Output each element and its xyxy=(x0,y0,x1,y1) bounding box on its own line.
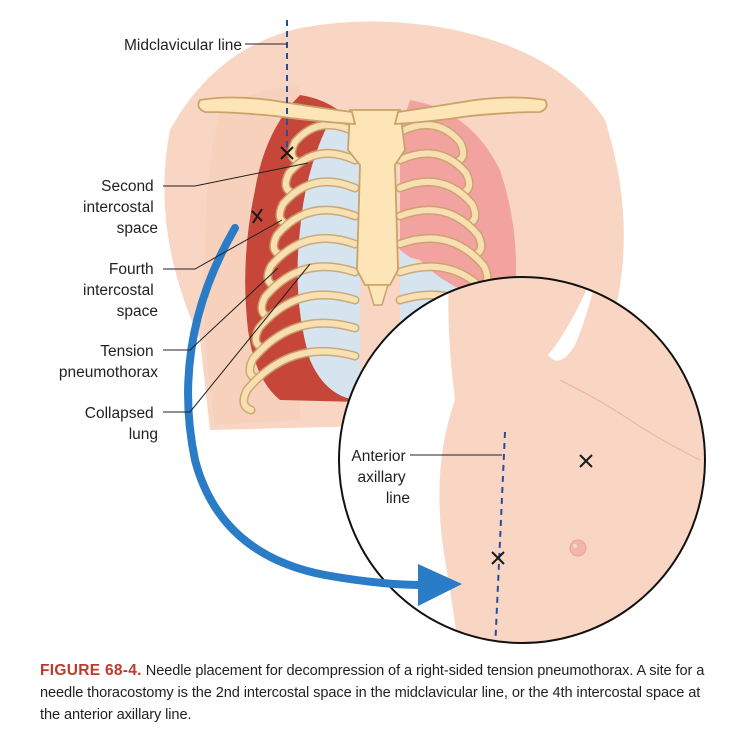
tension-pneumothorax-label: Tension pneumothorax xyxy=(59,343,158,381)
rib xyxy=(270,207,358,258)
rib xyxy=(397,178,479,227)
fourth-ic-x-mark xyxy=(251,208,263,224)
anterior-axillary-dashed-line xyxy=(494,431,506,643)
chest-diagram: Midclavicular line Second intercostal sp… xyxy=(59,20,706,644)
inset-x-mark xyxy=(579,454,593,468)
sternum xyxy=(347,109,406,306)
rib xyxy=(397,150,473,196)
figure-caption: FIGURE 68-4. Needle placement for decomp… xyxy=(40,660,710,726)
zoom-inset xyxy=(338,276,706,644)
clavicles xyxy=(197,96,548,125)
leader-lines xyxy=(163,162,311,413)
rib xyxy=(397,122,467,165)
caption-text: Needle placement for decompression of a … xyxy=(40,663,705,723)
rib xyxy=(252,291,358,351)
second-ic-x-mark xyxy=(280,146,294,160)
second-intercostal-label: Second intercostal space xyxy=(83,178,158,237)
fourth-intercostal-label: Fourth intercostal space xyxy=(83,261,158,320)
rib xyxy=(240,348,358,413)
needle-site-marks xyxy=(251,146,294,224)
rib xyxy=(264,235,358,289)
nipple xyxy=(569,539,587,557)
collapsed-lung-label: Collapsed lung xyxy=(85,405,158,443)
zoom-arrow xyxy=(184,224,462,606)
rib xyxy=(246,320,358,382)
rib xyxy=(258,263,358,320)
figure-number: FIGURE 68-4. xyxy=(40,662,142,679)
rib xyxy=(282,150,358,196)
anterior-axillary-label: Anterior axillary line xyxy=(351,448,410,507)
midclavicular-line-label: Midclavicular line xyxy=(124,37,242,54)
axillary-x-mark xyxy=(491,551,505,565)
rib xyxy=(397,207,485,258)
